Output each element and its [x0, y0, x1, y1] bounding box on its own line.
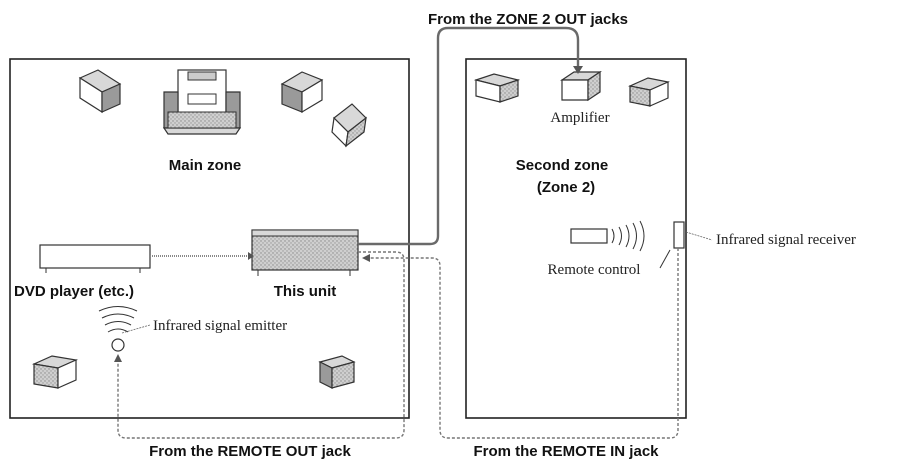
remote-in-cable: [366, 248, 679, 439]
dvd-cable-arrow: [248, 252, 254, 260]
label-ir-emitter: Infrared signal emitter: [153, 318, 287, 334]
label-remote-out: From the REMOTE OUT jack: [149, 443, 351, 460]
zone2-speaker-right: [628, 77, 670, 107]
speaker-front-left: [78, 69, 122, 114]
speaker-center-tv: [162, 69, 242, 135]
main-zone-room: [9, 58, 410, 419]
label-remote-control: Remote control: [548, 262, 641, 278]
label-dvd-player: DVD player (etc.): [14, 283, 134, 300]
label-remote-in: From the REMOTE IN jack: [473, 443, 659, 460]
label-zone2-out: From the ZONE 2 OUT jacks: [428, 11, 628, 28]
remote-out-cable: [117, 251, 405, 439]
label-main-zone: Main zone: [169, 157, 242, 174]
speaker-rear-right: [318, 355, 356, 389]
second-zone-room: [465, 58, 687, 419]
zone2-out-cable: [358, 26, 580, 246]
speaker-front-right: [280, 71, 324, 114]
dvd-player: [39, 244, 151, 273]
receiver-unit: [251, 229, 359, 276]
ir-receiver: [659, 221, 713, 269]
label-this-unit: This unit: [274, 283, 337, 300]
label-ir-receiver: Infrared signal receiver: [716, 232, 856, 248]
speaker-rear-left: [31, 355, 79, 389]
remote-in-arrow: [362, 254, 370, 262]
label-zone2: (Zone 2): [537, 179, 595, 196]
label-second-zone: Second zone: [516, 157, 609, 174]
remote-out-arrow: [114, 354, 122, 362]
speaker-surround-right-angled: [331, 103, 367, 148]
zone2-speaker-left: [473, 73, 521, 103]
amplifier: [560, 70, 602, 102]
ir-emitter: [98, 306, 151, 352]
zone2-out-arrow: [573, 66, 583, 74]
label-amplifier: Amplifier: [550, 110, 609, 126]
remote-control: [570, 220, 645, 252]
